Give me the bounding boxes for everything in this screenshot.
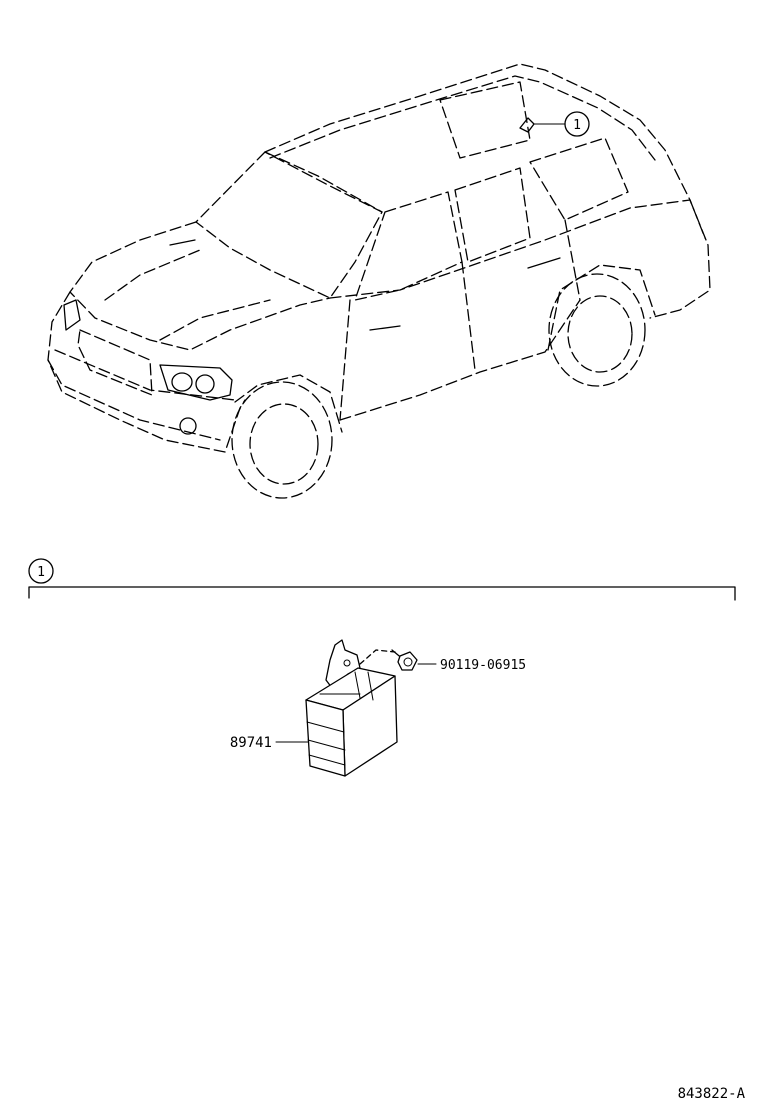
vehicle-headlight-lens-2 [195, 374, 215, 394]
vehicle-side-lower [339, 299, 581, 421]
vehicle-side-upper [329, 199, 706, 299]
vehicle-accent-stripe-3 [527, 257, 561, 269]
vehicle-windshield-top [264, 151, 383, 213]
vehicle-front-wheel [231, 381, 333, 499]
bolt-installation-path [359, 649, 396, 665]
vehicle-roof [264, 63, 691, 201]
vehicle-roof-inner [269, 75, 656, 161]
vehicle-headlight-right [159, 364, 233, 401]
ecu-connector-ridge-1 [306, 721, 345, 733]
vehicle-front-fender [234, 374, 343, 433]
ecu-connector-ridge-3 [308, 754, 346, 766]
vehicle-headlight-left [63, 299, 81, 331]
vehicle-bumper [47, 349, 236, 441]
vehicle-hood-line [104, 249, 271, 341]
vehicle-foglight [179, 417, 197, 435]
vehicle-callout-number: 1 [573, 118, 581, 133]
vehicle-rear-wheel [548, 273, 646, 387]
bolt-head [397, 651, 418, 671]
ecu-connector-ridge-2 [307, 739, 346, 751]
bolt-part-number: 90119-06915 [440, 658, 526, 673]
vehicle-side-window-front [354, 191, 463, 301]
section-bracket-line [28, 586, 736, 601]
vehicle-rear-body [649, 199, 711, 319]
vehicle-side-window-mid [454, 167, 531, 263]
vehicle-rear-fender [547, 264, 656, 351]
bolt-illustration [391, 649, 418, 671]
vehicle-front-face [47, 291, 246, 453]
section-callout-circle [28, 558, 54, 584]
vehicle-part-location-marker [519, 117, 535, 133]
vehicle-callout: 1 [533, 111, 590, 137]
vehicle-windshield [195, 151, 383, 299]
vehicle-side-window-rear [529, 137, 629, 221]
bolt-label-group: 90119-06915 [417, 658, 526, 673]
ecu-box-front [305, 699, 346, 777]
vehicle-door-line-mid [461, 261, 476, 371]
ecu-label-group: 89741 [230, 735, 309, 751]
section-header: 1 [28, 558, 736, 601]
vehicle-grille [77, 329, 153, 396]
vehicle-door-line-front [339, 299, 351, 421]
vehicle-door-line-rear [564, 219, 581, 301]
ecu-module-illustration [305, 639, 398, 777]
vehicle-illustration [47, 63, 711, 499]
ecu-part-number: 89741 [230, 735, 272, 751]
vehicle-callout-circle [564, 111, 590, 137]
vehicle-headlight-lens-1 [171, 372, 193, 392]
vehicle-hood [69, 221, 331, 351]
vehicle-rear-window [439, 81, 531, 159]
vehicle-accent-stripe-2 [369, 325, 401, 331]
vehicle-accent-stripe-1 [169, 239, 196, 246]
section-callout-number: 1 [37, 565, 45, 580]
ecu-top-rib-3 [367, 671, 374, 701]
diagram-id: 843822-A [678, 1086, 746, 1102]
ecu-top-rib-2 [354, 671, 361, 699]
